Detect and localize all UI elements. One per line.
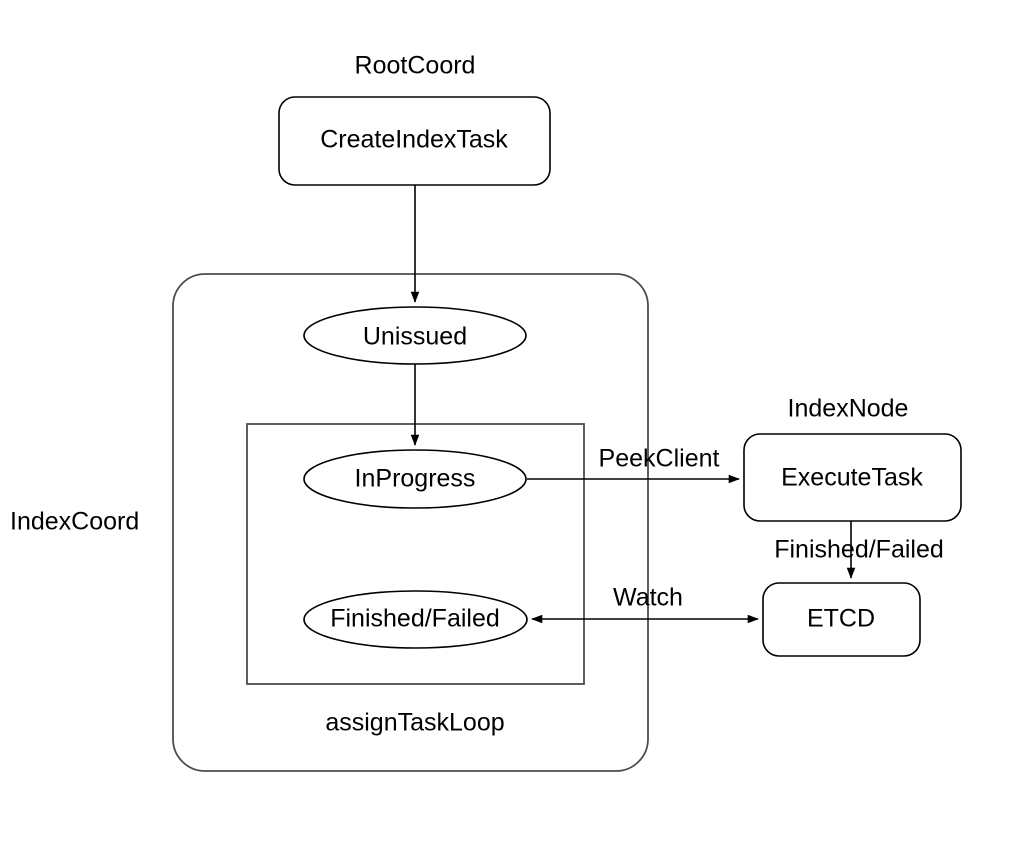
edge-label-watch: Watch bbox=[613, 584, 683, 612]
node-label-execute-task: ExecuteTask bbox=[781, 464, 923, 492]
edge-label-peek-client: PeekClient bbox=[599, 445, 720, 473]
node-label-unissued: Unissued bbox=[363, 323, 467, 351]
node-unissued[interactable] bbox=[303, 306, 527, 365]
node-create-index-task[interactable] bbox=[278, 96, 551, 186]
node-label-finished-failed: Finished/Failed bbox=[330, 605, 500, 633]
node-execute-task[interactable] bbox=[743, 433, 962, 522]
node-label-etcd: ETCD bbox=[807, 605, 875, 633]
label-assign-task-loop: assignTaskLoop bbox=[325, 709, 504, 737]
node-finished-failed[interactable] bbox=[303, 590, 528, 649]
node-in-progress[interactable] bbox=[303, 449, 527, 509]
edge-label-finished-failed: Finished/Failed bbox=[774, 536, 944, 564]
index-coord-container bbox=[172, 273, 649, 772]
label-index-coord: IndexCoord bbox=[10, 508, 139, 536]
node-label-in-progress: InProgress bbox=[355, 465, 476, 493]
label-index-node: IndexNode bbox=[788, 395, 909, 423]
node-label-create-index-task: CreateIndexTask bbox=[320, 126, 508, 154]
node-etcd[interactable] bbox=[762, 582, 921, 657]
label-root-coord: RootCoord bbox=[355, 52, 476, 80]
